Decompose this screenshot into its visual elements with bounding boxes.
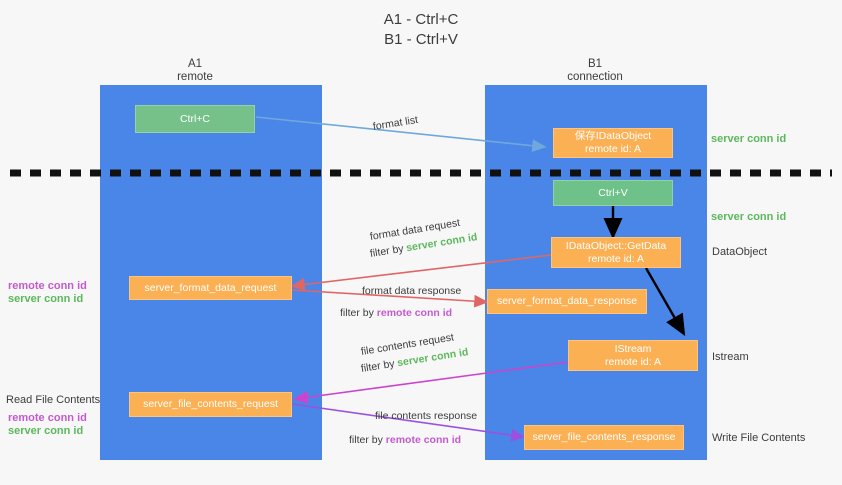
arrow-file-contents-response (291, 403, 526, 442)
arrow-getdata-to-istream (644, 267, 686, 337)
left-label-remote-conn-id-1: remote conn id (8, 280, 87, 292)
left-label-read-file-contents: Read File Contents (6, 394, 101, 406)
column-b1-name: B1 (587, 58, 603, 70)
right-label-server-conn-id-2: server conn id (711, 211, 787, 223)
node-dataobject-top-line1: 保存IDataObject (574, 130, 652, 142)
arrow-format-data-response (291, 289, 489, 308)
arrow-file-contents-request (293, 361, 569, 404)
filter-prefix-2: filter by (340, 307, 377, 319)
edge-label-file-contents-response: file contents response (375, 410, 478, 422)
arrow-format-list (255, 116, 547, 153)
node-istream-line1: IStream (614, 342, 652, 355)
node-ctrl-v[interactable]: Ctrl+V (553, 180, 673, 206)
arrow-format-data-request (290, 254, 552, 291)
node-server-file-contents-request[interactable]: server_file_contents_request (129, 392, 292, 417)
title-line-2: B1 - Ctrl+V (384, 31, 458, 48)
diagram-title: A1 - Ctrl+C B1 - Ctrl+V (0, 10, 842, 50)
node-istream-line2: remote id: A (604, 355, 662, 368)
filter-prefix-3: filter by (360, 357, 399, 375)
node-ctrl-c-line1: Ctrl+C (179, 112, 211, 125)
node-server-file-contents-response-label: server_file_contents_response (532, 431, 676, 443)
node-getdata-line1: IDataObject::GetData (565, 239, 667, 252)
filter-prefix-4: filter by (349, 434, 386, 446)
column-b1-sub: connection (567, 71, 623, 83)
column-header-b1: B1 connection (530, 58, 660, 84)
right-label-istream: Istream (712, 351, 749, 363)
column-header-a1: A1 remote (130, 58, 260, 84)
node-ctrl-c[interactable]: Ctrl+C (135, 105, 255, 133)
left-label-server-conn-id-1: server conn id (8, 293, 84, 305)
column-a1-sub: remote (177, 71, 213, 83)
node-ctrl-v-line1: Ctrl+V (598, 186, 628, 199)
filter-key-remote-conn-id-2: remote conn id (385, 434, 462, 446)
edge-label-file-contents-response-filter: filter by remote conn id (349, 433, 477, 447)
node-dataobject-top-line2: remote id: A (584, 143, 642, 155)
right-label-write-file-contents: Write File Contents (712, 432, 806, 444)
left-label-server-conn-id-2: server conn id (8, 425, 84, 437)
right-label-dataobject: DataObject (712, 246, 768, 258)
node-server-file-contents-response[interactable]: server_file_contents_response (524, 425, 684, 450)
node-getdata-line2: remote id: A (587, 252, 645, 265)
edge-label-format-data-response-filter: filter by remote conn id (340, 306, 461, 320)
node-server-format-data-request[interactable]: server_format_data_request (129, 276, 292, 300)
column-a1-name: A1 (187, 58, 203, 70)
node-server-format-data-response-label: server_format_data_response (496, 295, 638, 307)
node-getdata[interactable]: IDataObject::GetData remote id: A (551, 237, 681, 268)
filter-prefix-1: filter by (369, 242, 408, 260)
title-line-1: A1 - Ctrl+C (383, 11, 459, 28)
edge-label-format-data-response: format data response (362, 285, 462, 297)
node-server-format-data-request-label: server_format_data_request (144, 281, 277, 294)
node-istream[interactable]: IStream remote id: A (568, 340, 698, 371)
node-server-format-data-response[interactable]: server_format_data_response (487, 289, 647, 314)
filter-key-remote-conn-id-1: remote conn id (376, 307, 453, 319)
left-label-remote-conn-id-2: remote conn id (8, 412, 87, 424)
node-server-file-contents-request-label: server_file_contents_request (143, 398, 278, 410)
node-dataobject-top[interactable]: 保存IDataObject remote id: A (553, 128, 673, 158)
right-label-server-conn-id-1: server conn id (711, 133, 787, 145)
